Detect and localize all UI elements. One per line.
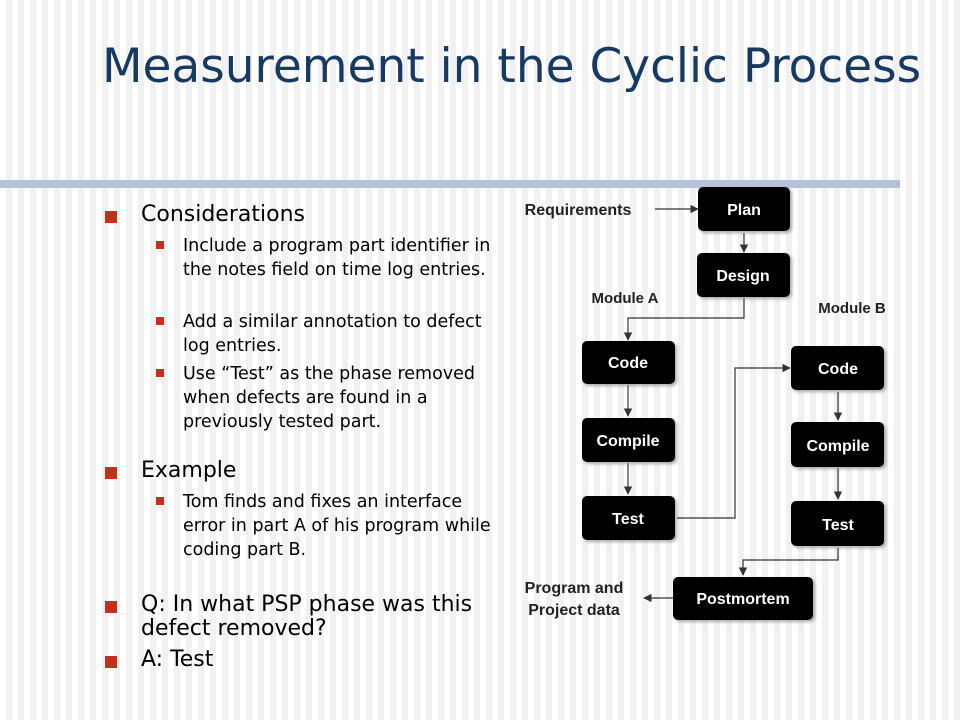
sub-bullet-tom-example: Tom finds and fixes an interface error i…	[149, 490, 509, 562]
node-module-b-code-label: Code	[818, 361, 858, 378]
node-module-a-test-label: Test	[612, 511, 644, 528]
output-label-line1: Program and	[525, 580, 624, 597]
title-underline-rule	[0, 180, 900, 188]
node-module-a-compile: Compile	[582, 418, 675, 462]
bullet-answer: A: Test	[105, 648, 505, 672]
node-design: Design	[697, 253, 790, 297]
arrow-a-test-to-b-code	[677, 363, 791, 519]
node-postmortem-label: Postmortem	[696, 591, 789, 608]
node-design-label: Design	[716, 268, 769, 285]
node-plan: Plan	[698, 187, 790, 231]
node-module-b-test-label: Test	[822, 517, 854, 534]
bullet-question-text: Q: In what PSP phase was this defect rem…	[141, 592, 473, 641]
sub-bullet-text: Include a program part identifier in the…	[183, 236, 491, 280]
node-plan-label: Plan	[727, 202, 761, 219]
sub-bullet-text: Add a similar annotation to defect log e…	[183, 312, 482, 356]
connector-lines	[623, 204, 843, 603]
bullet-example-text: Example	[141, 458, 237, 483]
module-a-label: Module A	[592, 290, 659, 307]
node-postmortem: Postmortem	[673, 577, 813, 620]
sub-bullet-part-identifier: Include a program part identifier in the…	[149, 234, 509, 282]
bullet-answer-text: A: Test	[141, 647, 214, 672]
bullet-question: Q: In what PSP phase was this defect rem…	[105, 593, 505, 641]
node-module-a-test: Test	[582, 496, 675, 540]
arrow-b-test-to-postmortem	[738, 548, 839, 576]
node-module-a-compile-label: Compile	[596, 433, 659, 450]
output-label-line2: Project data	[528, 602, 620, 619]
node-module-b-test: Test	[791, 501, 884, 546]
arrow-design-to-module-a	[623, 298, 745, 341]
module-b-label: Module B	[818, 300, 886, 317]
requirements-label: Requirements	[525, 202, 632, 219]
sub-bullet-test-phase: Use “Test” as the phase removed when def…	[149, 362, 509, 434]
node-module-a-code: Code	[582, 341, 675, 384]
sub-bullet-text: Tom finds and fixes an interface error i…	[183, 492, 491, 560]
bullet-considerations: Considerations	[105, 203, 505, 227]
node-module-b-compile-label: Compile	[806, 438, 869, 455]
node-module-b-code: Code	[791, 346, 884, 390]
node-module-a-code-label: Code	[608, 355, 648, 372]
slide-title: Measurement in the Cyclic Process	[102, 39, 922, 94]
bullet-considerations-text: Considerations	[141, 202, 305, 227]
sub-bullet-text: Use “Test” as the phase removed when def…	[183, 364, 476, 432]
sub-bullet-defect-annotation: Add a similar annotation to defect log e…	[149, 310, 509, 358]
bullet-example: Example	[105, 459, 505, 483]
node-module-b-compile: Compile	[791, 422, 884, 467]
